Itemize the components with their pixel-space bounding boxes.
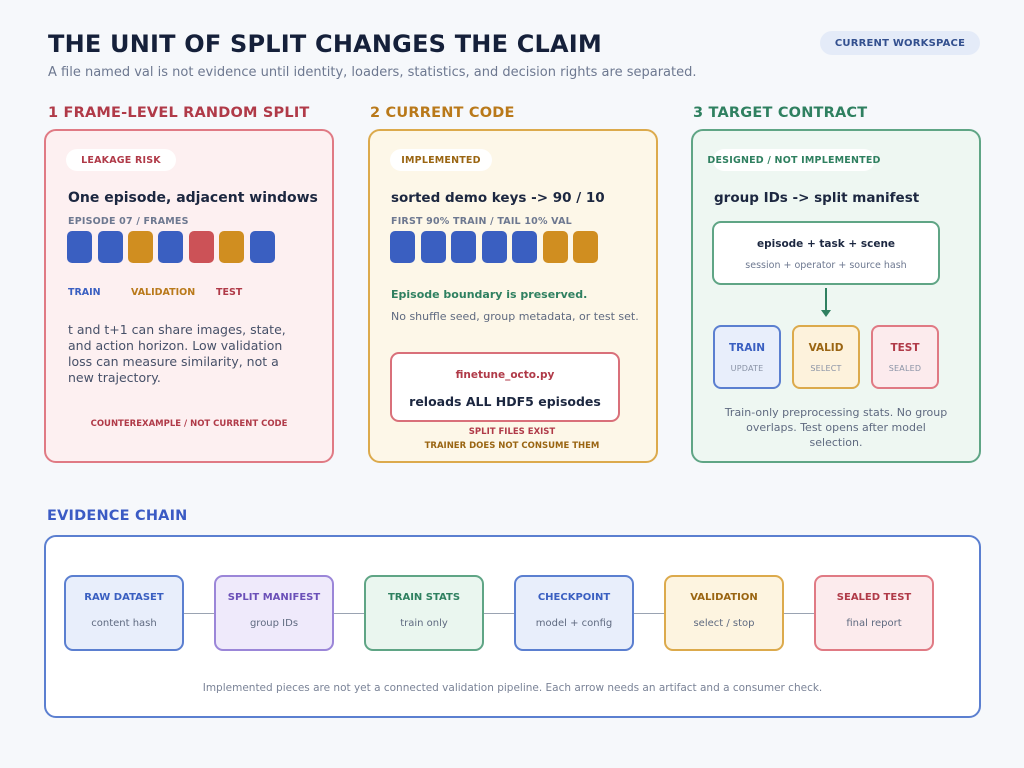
implemented-badge: IMPLEMENTED bbox=[390, 149, 492, 171]
frame-validation bbox=[219, 231, 244, 263]
panel-frame-level-split: LEAKAGE RISK One episode, adjacent windo… bbox=[44, 129, 334, 463]
chain-step-sub: final report bbox=[846, 618, 902, 629]
chain-step-sub: content hash bbox=[91, 618, 157, 629]
chain-step-sub: model + config bbox=[535, 618, 613, 629]
chain-step-sub: select / stop bbox=[693, 618, 755, 629]
chain-step-label: VALIDATION bbox=[690, 592, 758, 603]
split-sub: SELECT bbox=[810, 364, 842, 373]
trainer-file-card: finetune_octo.py reloads ALL HDF5 episod… bbox=[390, 352, 620, 422]
split-sub: SEALED bbox=[888, 364, 922, 373]
chain-step-sub: train only bbox=[400, 618, 448, 629]
chain-heading: EVIDENCE CHAIN bbox=[47, 508, 188, 524]
panel1-caption: EPISODE 07 / FRAMES bbox=[68, 216, 189, 227]
split-sub: UPDATE bbox=[730, 364, 764, 373]
panel-target-contract: DESIGNED / NOT IMPLEMENTED group IDs -> … bbox=[691, 129, 981, 463]
chain-step-label: CHECKPOINT bbox=[537, 592, 611, 603]
chain-step-raw-dataset: RAW DATASET content hash bbox=[64, 575, 184, 651]
chain-connector bbox=[784, 613, 814, 614]
panel2-footer-line1: SPLIT FILES EXIST bbox=[468, 427, 556, 437]
chain-connector bbox=[634, 613, 664, 614]
frame-test bbox=[189, 231, 214, 263]
panel3-body: Train-only preprocessing stats. No group… bbox=[724, 406, 948, 449]
panel3-heading: 3 TARGET CONTRACT bbox=[693, 105, 868, 121]
group-title: episode + task + scene bbox=[756, 238, 896, 250]
panel-current-code: IMPLEMENTED sorted demo keys -> 90 / 10 … bbox=[368, 129, 658, 463]
panel2-footer-line2: TRAINER DOES NOT CONSUME THEM bbox=[424, 441, 600, 451]
arrow-down-icon bbox=[821, 310, 831, 317]
split-train-box: TRAIN UPDATE bbox=[713, 325, 781, 389]
chain-step-checkpoint: CHECKPOINT model + config bbox=[514, 575, 634, 651]
frame-validation bbox=[543, 231, 568, 263]
chain-step-sealed-test: SEALED TEST final report bbox=[814, 575, 934, 651]
split-label: TRAIN bbox=[728, 342, 766, 354]
panel2-heading: 2 CURRENT CODE bbox=[370, 105, 515, 121]
chain-step-label: TRAIN STATS bbox=[387, 592, 461, 603]
panel1-body: t and t+1 can share images, state, and a… bbox=[68, 322, 286, 385]
chain-step-label: RAW DATASET bbox=[84, 592, 164, 603]
page-title: THE UNIT OF SPLIT CHANGES THE CLAIM bbox=[48, 30, 603, 58]
frame-train bbox=[250, 231, 275, 263]
frame-train bbox=[451, 231, 476, 263]
panel1-footer: COUNTEREXAMPLE / NOT CURRENT CODE bbox=[90, 419, 288, 429]
chain-step-train-stats: TRAIN STATS train only bbox=[364, 575, 484, 651]
chain-step-validation: VALIDATION select / stop bbox=[664, 575, 784, 651]
arrow-line bbox=[825, 288, 827, 312]
chain-step-label: SEALED TEST bbox=[836, 592, 912, 603]
chain-step-label: SPLIT MANIFEST bbox=[227, 592, 321, 603]
chain-connector bbox=[334, 613, 364, 614]
file-description: reloads ALL HDF5 episodes bbox=[409, 394, 601, 409]
frame-validation bbox=[128, 231, 153, 263]
group-subtitle: session + operator + source hash bbox=[745, 260, 907, 271]
chain-step-split-manifest: SPLIT MANIFEST group IDs bbox=[214, 575, 334, 651]
frame-validation bbox=[573, 231, 598, 263]
frame-train bbox=[390, 231, 415, 263]
legend-test: TEST bbox=[216, 287, 243, 298]
designed-badge: DESIGNED / NOT IMPLEMENTED bbox=[707, 149, 880, 171]
chain-step-sub: group IDs bbox=[249, 618, 299, 629]
split-test-box: TEST SEALED bbox=[871, 325, 939, 389]
frame-train bbox=[67, 231, 92, 263]
episode-boundary-note: Episode boundary is preserved. bbox=[391, 288, 588, 301]
legend-validation: VALIDATION bbox=[131, 287, 196, 298]
frame-train bbox=[158, 231, 183, 263]
chain-connector bbox=[484, 613, 514, 614]
split-valid-box: VALID SELECT bbox=[792, 325, 860, 389]
page-subtitle: A file named val is not evidence until i… bbox=[48, 65, 697, 80]
leakage-risk-badge: LEAKAGE RISK bbox=[66, 149, 176, 171]
file-name: finetune_octo.py bbox=[455, 369, 555, 381]
panel2-title: sorted demo keys -> 90 / 10 bbox=[391, 190, 605, 206]
legend-train: TRAIN bbox=[68, 287, 101, 298]
panel3-title: group IDs -> split manifest bbox=[714, 190, 920, 206]
chain-connector bbox=[184, 613, 214, 614]
panel1-title: One episode, adjacent windows bbox=[68, 190, 318, 206]
panel2-caption: FIRST 90% TRAIN / TAIL 10% VAL bbox=[391, 216, 572, 227]
frame-train bbox=[421, 231, 446, 263]
panel1-heading: 1 FRAME-LEVEL RANDOM SPLIT bbox=[48, 105, 310, 121]
group-id-card: episode + task + scene session + operato… bbox=[712, 221, 940, 285]
frame-train bbox=[98, 231, 123, 263]
frame-train bbox=[482, 231, 507, 263]
panel2-note: No shuffle seed, group metadata, or test… bbox=[391, 310, 639, 323]
split-label: TEST bbox=[890, 342, 920, 354]
chain-footer: Implemented pieces are not yet a connect… bbox=[202, 682, 823, 694]
workspace-badge: CURRENT WORKSPACE bbox=[820, 31, 980, 55]
split-label: VALID bbox=[808, 342, 844, 354]
frame-train bbox=[512, 231, 537, 263]
